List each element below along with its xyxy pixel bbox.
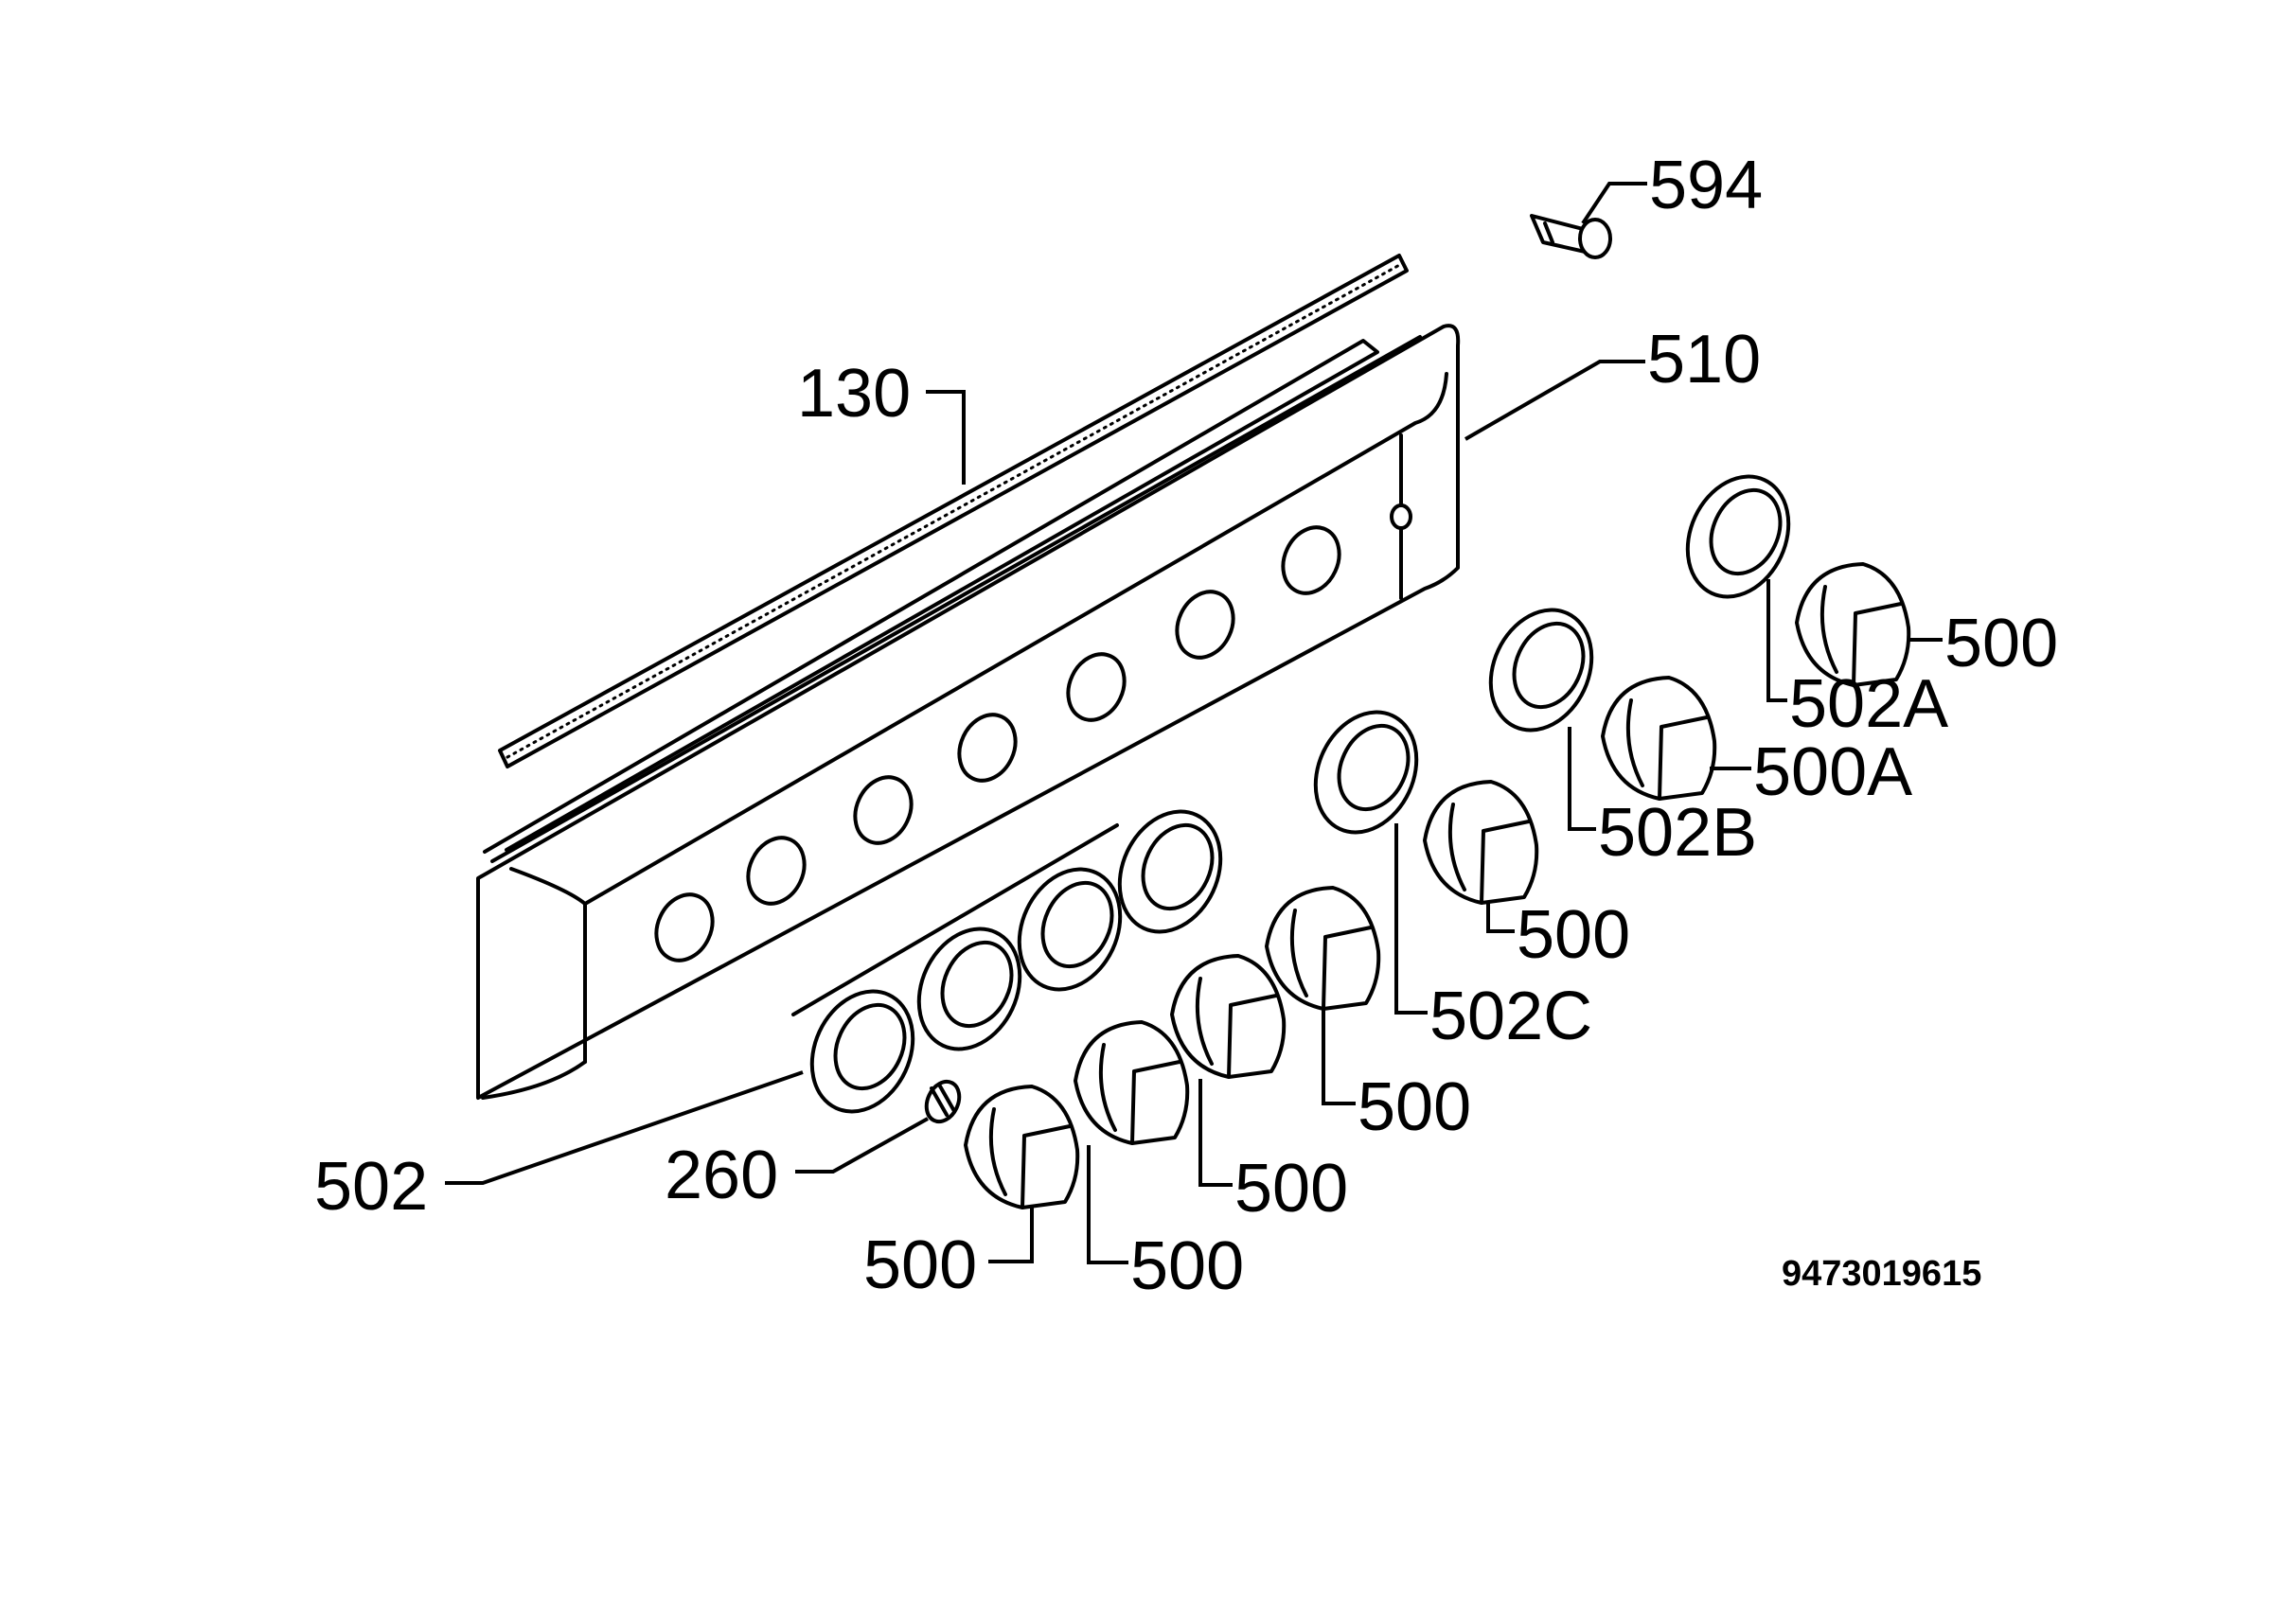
label-502C: 502C xyxy=(1429,979,1592,1054)
drawing-code: 9473019615 xyxy=(1782,1254,1981,1294)
part-500-knobs xyxy=(964,562,1911,1209)
label-500-lower: 500 xyxy=(1130,1228,1244,1304)
leader-lines xyxy=(445,182,1943,1264)
label-500-top: 500 xyxy=(1944,606,2058,681)
part-labels: 594 510 130 500 502A 500A 502B 500 502C … xyxy=(314,148,2058,1304)
part-502-bezels xyxy=(791,809,1223,1114)
label-500-center: 500 xyxy=(1234,1151,1348,1227)
label-500A: 500A xyxy=(1753,734,1912,810)
label-510: 510 xyxy=(1647,322,1761,397)
part-502B-bezel xyxy=(1488,608,1594,733)
part-594-pin xyxy=(1530,214,1612,259)
label-502A: 502A xyxy=(1789,666,1948,742)
label-502B: 502B xyxy=(1598,795,1757,871)
part-500A-knob xyxy=(1601,676,1717,801)
label-130: 130 xyxy=(797,356,911,432)
label-594: 594 xyxy=(1649,148,1763,223)
label-502: 502 xyxy=(314,1149,428,1225)
part-510-control-panel xyxy=(476,324,1461,1100)
part-502A-bezel xyxy=(1685,474,1791,599)
part-130-gasket-strip xyxy=(498,254,1409,768)
label-260: 260 xyxy=(665,1138,778,1213)
label-500-bottom: 500 xyxy=(863,1227,977,1303)
label-500-mid: 500 xyxy=(1358,1069,1471,1145)
part-502C-bezel xyxy=(1313,710,1419,835)
part-260-spring xyxy=(924,1079,962,1124)
label-500-right: 500 xyxy=(1517,897,1630,973)
